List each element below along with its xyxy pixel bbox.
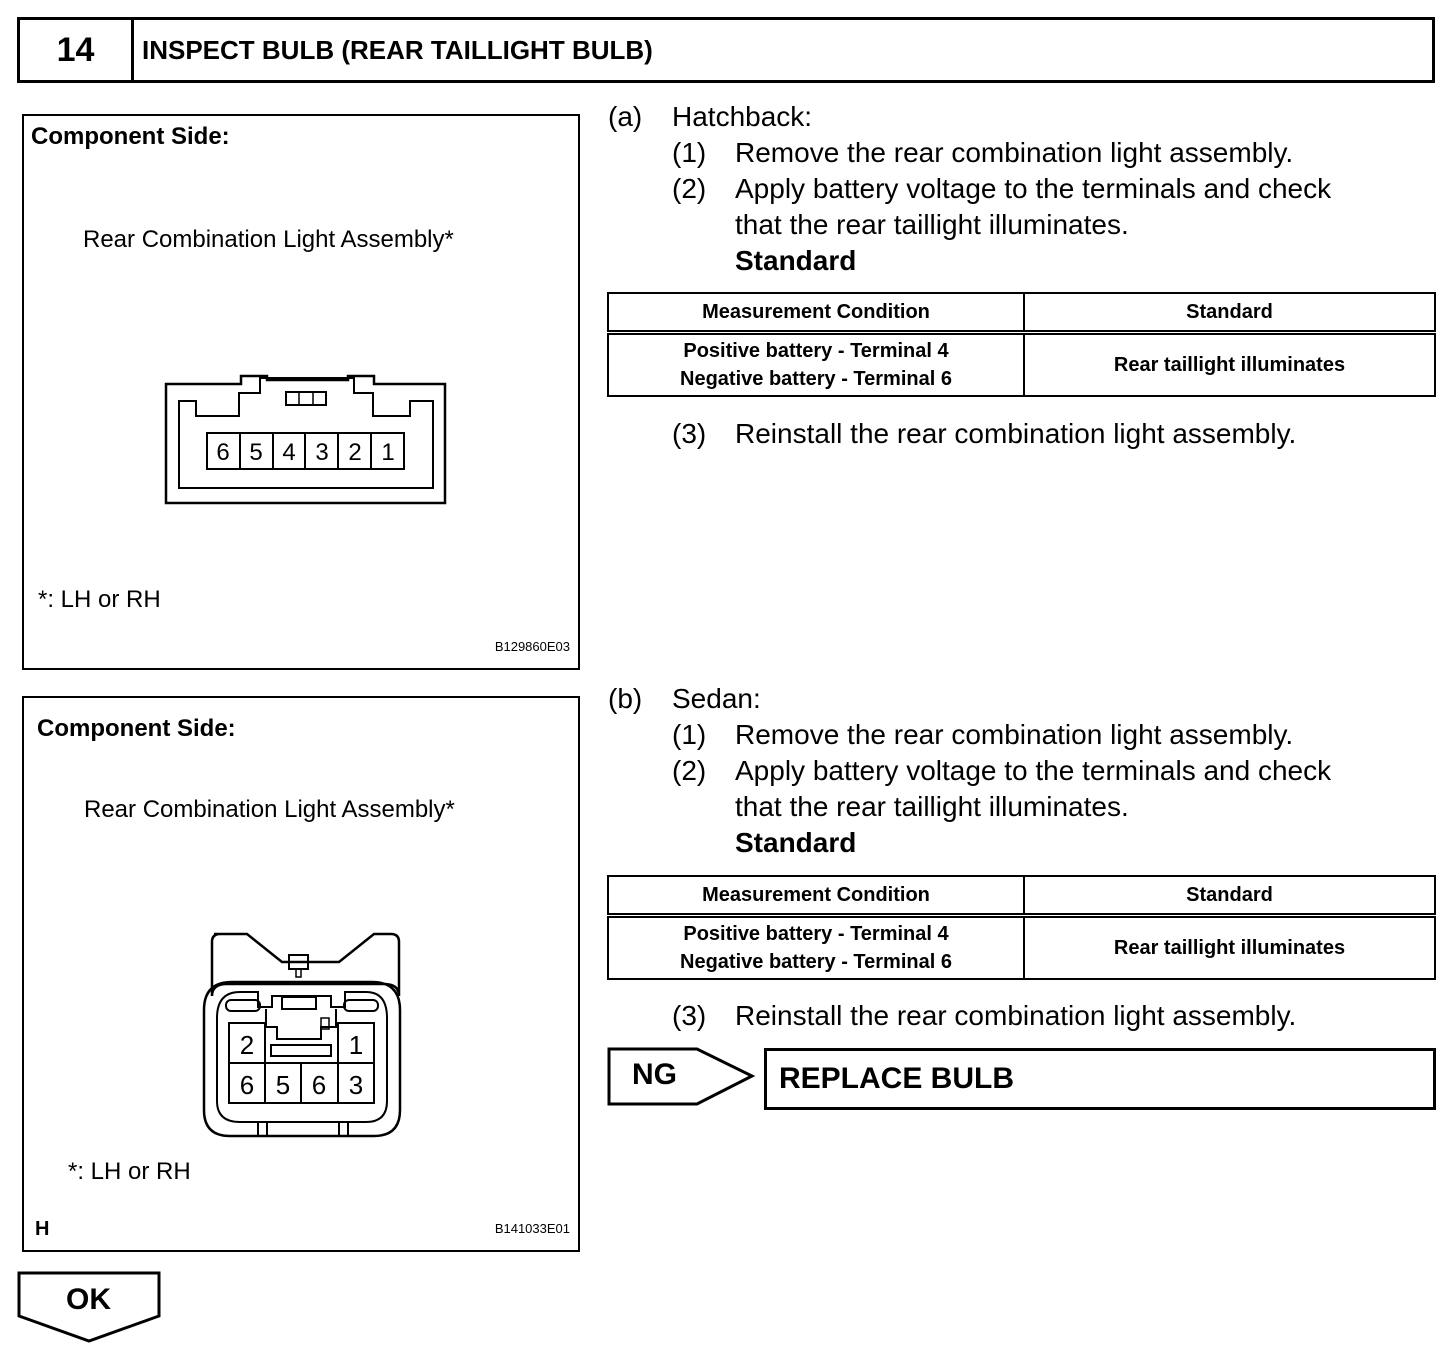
table-cell-standard: Rear taillight illuminates [1023, 914, 1436, 980]
terminal-5: 5 [276, 1070, 290, 1100]
step-text: Remove the rear combination light assemb… [735, 719, 1294, 750]
section-a-heading: Hatchback: [672, 101, 813, 132]
figure-sedan: Component Side: Rear Combination Light A… [22, 696, 580, 1252]
ng-action: REPLACE BULB [779, 1062, 1015, 1095]
table-row: Positive battery - Terminal 4 Negative b… [607, 331, 1436, 397]
figure-footnote: *: LH or RH [68, 1158, 191, 1185]
terminal-3: 3 [315, 439, 328, 466]
ng-label: NG [632, 1058, 677, 1091]
step-text: Reinstall the rear combination light ass… [735, 418, 1297, 449]
condition-line: Negative battery - Terminal 6 [680, 368, 952, 390]
terminal-6: 6 [216, 439, 229, 466]
terminal-3: 3 [349, 1070, 363, 1100]
corner-mark: H [35, 1218, 50, 1240]
step-num: (3) [672, 1000, 707, 1031]
figure-code: B129860E03 [494, 639, 570, 654]
step-text: Reinstall the rear combination light ass… [735, 1000, 1297, 1031]
table-cell-standard: Rear taillight illuminates [1023, 331, 1436, 397]
sedan-connector-diagram: 2 1 6 5 6 3 [202, 932, 402, 1138]
table-row: Positive battery - Terminal 4 Negative b… [607, 914, 1436, 980]
figure-hatchback: Component Side: Rear Combination Light A… [22, 114, 580, 670]
terminal-6b: 6 [312, 1070, 326, 1100]
condition-line: Negative battery - Terminal 6 [680, 951, 952, 973]
table-header: Standard [1023, 875, 1436, 918]
standard-label: Standard [735, 245, 857, 276]
step-text: Remove the rear combination light assemb… [735, 137, 1294, 168]
step-num: (1) [672, 719, 707, 750]
terminal-6: 6 [240, 1070, 254, 1100]
ok-label: OK [66, 1283, 111, 1316]
ng-result-box: REPLACE BULB [764, 1048, 1436, 1110]
table-header: Measurement Condition [607, 292, 1025, 335]
step-text: Apply battery voltage to the terminals a… [735, 173, 1332, 204]
terminal-2: 2 [240, 1030, 254, 1060]
figure-code: B141033E01 [494, 1221, 570, 1236]
step-header: 14 INSPECT BULB (REAR TAILLIGHT BULB) [17, 17, 1435, 83]
step-number: 14 [20, 20, 134, 80]
terminal-4: 4 [282, 439, 295, 466]
table-header: Standard [1023, 292, 1436, 335]
figure-heading: Component Side: [31, 123, 230, 150]
figure-label: Rear Combination Light Assembly* [84, 796, 455, 823]
step-num: (2) [672, 755, 707, 786]
condition-line: Positive battery - Terminal 4 [683, 923, 949, 945]
step-text: that the rear taillight illuminates. [735, 209, 1129, 240]
step-text: that the rear taillight illuminates. [735, 791, 1129, 822]
step-num: (2) [672, 173, 707, 204]
step-num: (1) [672, 137, 707, 168]
ok-arrow [17, 1271, 161, 1343]
terminal-1: 1 [381, 439, 394, 466]
table-header: Measurement Condition [607, 875, 1025, 918]
terminal-1: 1 [349, 1030, 363, 1060]
hatchback-connector-diagram: 6 5 4 3 2 1 [164, 374, 447, 505]
figure-heading: Component Side: [37, 715, 236, 742]
figure-footnote: *: LH or RH [38, 586, 161, 613]
terminal-2: 2 [348, 439, 361, 466]
condition-line: Positive battery - Terminal 4 [683, 340, 949, 362]
standard-label: Standard [735, 827, 857, 858]
table-cell-condition: Positive battery - Terminal 4 Negative b… [607, 914, 1025, 980]
section-a-marker: (a) [608, 101, 643, 132]
table-cell-condition: Positive battery - Terminal 4 Negative b… [607, 331, 1025, 397]
terminal-5: 5 [249, 439, 262, 466]
figure-label: Rear Combination Light Assembly* [83, 226, 454, 253]
section-b-heading: Sedan: [672, 683, 761, 714]
standard-table-b: Measurement Condition Standard Positive … [607, 875, 1436, 980]
step-num: (3) [672, 418, 707, 449]
step-title: INSPECT BULB (REAR TAILLIGHT BULB) [142, 34, 653, 65]
section-b-marker: (b) [608, 683, 643, 714]
ng-arrow [607, 1047, 756, 1106]
standard-table-a: Measurement Condition Standard Positive … [607, 292, 1436, 397]
step-text: Apply battery voltage to the terminals a… [735, 755, 1332, 786]
